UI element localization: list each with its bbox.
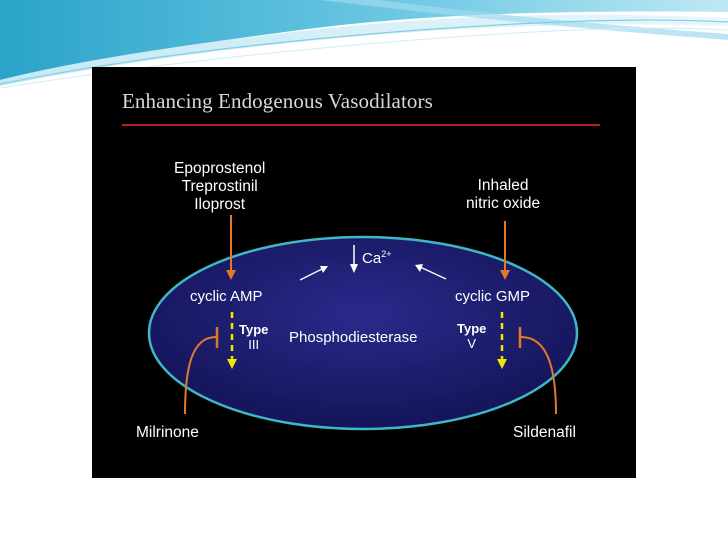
- camp-degradation-arrow: [227, 312, 237, 369]
- milrinone-label: Milrinone: [136, 424, 199, 441]
- drug-epoprostenol: Epoprostenol: [174, 160, 266, 177]
- cgmp-to-calcium-arrow: [415, 264, 447, 280]
- drug-treprostinil: Treprostinil: [181, 178, 258, 195]
- prostacyclin-arrow: [226, 215, 236, 280]
- nitric-oxide-arrow: [500, 221, 510, 280]
- calcium-label: Ca2+: [362, 249, 392, 267]
- prostacyclin-list: Epoprostenol Treprostinil Iloprost: [174, 160, 265, 214]
- camp-label: cyclic AMP: [190, 288, 263, 305]
- phosphodiesterase-label: Phosphodiesterase: [289, 329, 418, 346]
- pathway-diagram: [122, 124, 600, 431]
- milrinone-inhibition: [184, 327, 219, 415]
- sildenafil-inhibition: [518, 327, 557, 415]
- slide-title: Enhancing Endogenous Vasodilators: [122, 89, 433, 113]
- slide-figure: Enhancing Endogenous Vasodilators Epopro…: [92, 67, 636, 478]
- drug-iloprost: Iloprost: [194, 196, 246, 213]
- cgmp-degradation-arrow: [497, 312, 507, 369]
- pde-type-v-label: Type V: [457, 321, 487, 351]
- calcium-down-arrow: [350, 245, 358, 273]
- pde-type-iii-label: Type III: [239, 322, 269, 352]
- sildenafil-label: Sildenafil: [513, 424, 576, 441]
- cgmp-label: cyclic GMP: [455, 288, 530, 305]
- camp-to-calcium-arrow: [299, 266, 328, 281]
- nitric-oxide-label: Inhaled nitric oxide: [466, 177, 541, 212]
- cell-ellipse: [147, 235, 579, 431]
